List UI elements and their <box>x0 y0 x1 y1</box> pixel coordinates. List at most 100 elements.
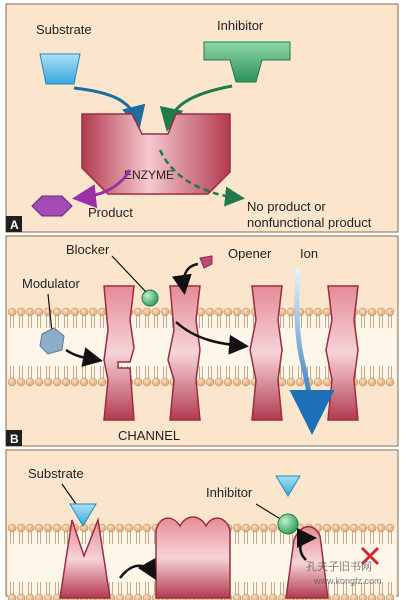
lipid-head <box>313 307 323 317</box>
lipid-head <box>106 523 116 533</box>
lipid-head <box>385 307 395 317</box>
lipid-head <box>124 523 134 533</box>
lipid-head <box>358 523 368 533</box>
lipid-head <box>151 377 161 387</box>
lipid-head <box>349 523 359 533</box>
lipid-head <box>16 377 26 387</box>
lipid-head <box>133 307 143 317</box>
no-product-label-line2: nonfunctional product <box>247 215 372 230</box>
lipid-head <box>52 307 62 317</box>
lipid-head <box>295 377 305 387</box>
lipid-head <box>259 523 269 533</box>
lipid-head <box>7 307 17 317</box>
modulator-label: Modulator <box>22 276 80 291</box>
lipid-head <box>25 307 35 317</box>
lipid-head <box>142 593 152 600</box>
lipid-head <box>322 523 332 533</box>
lipid-head <box>376 307 386 317</box>
lipid-head <box>142 377 152 387</box>
lipid-head <box>7 523 17 533</box>
lipid-head <box>376 593 386 600</box>
lipid-head <box>223 377 233 387</box>
lipid-head <box>241 377 251 387</box>
lipid-head <box>97 307 107 317</box>
lipid-head <box>286 307 296 317</box>
blocker-label: Blocker <box>66 242 110 257</box>
lipid-head <box>151 307 161 317</box>
lipid-head <box>268 523 278 533</box>
lipid-head <box>133 523 143 533</box>
lipid-head <box>232 307 242 317</box>
lipid-head <box>223 307 233 317</box>
lipid-head <box>331 523 341 533</box>
lipid-head <box>322 377 332 387</box>
lipid-head <box>376 377 386 387</box>
lipid-head <box>322 307 332 317</box>
lipid-head <box>358 593 368 600</box>
lipid-head <box>367 377 377 387</box>
lipid-head <box>214 307 224 317</box>
modulator-leader-line <box>47 293 53 333</box>
lipid-head <box>142 307 152 317</box>
channel-subunit-4 <box>325 285 359 421</box>
lipid-head <box>358 307 368 317</box>
lipid-head <box>115 523 125 533</box>
lipid-head <box>340 593 350 600</box>
opener-arrow <box>171 262 199 295</box>
lipid-head <box>61 377 71 387</box>
panel-b-tag: B <box>10 432 19 446</box>
lipid-head <box>34 523 44 533</box>
lipid-head <box>7 593 17 600</box>
inhibitor-leader-line-c <box>255 503 283 521</box>
enzyme-label: ENZYME <box>124 168 174 182</box>
lipid-head <box>43 523 53 533</box>
ion-label: Ion <box>300 246 318 261</box>
lipid-head <box>241 593 251 600</box>
substrate-label-c: Substrate <box>28 466 84 481</box>
red-x-icon <box>360 546 380 566</box>
lipid-head <box>25 377 35 387</box>
lipid-head <box>232 523 242 533</box>
receptor-2 <box>155 516 231 599</box>
lipid-head <box>313 377 323 387</box>
lipid-head <box>61 307 71 317</box>
lipid-head <box>286 377 296 387</box>
lipid-head <box>376 523 386 533</box>
enzyme-shape <box>81 113 231 195</box>
lipid-head <box>88 307 98 317</box>
channel-opening-arrow <box>175 321 249 355</box>
product-label: Product <box>88 205 133 220</box>
lipid-head <box>160 377 170 387</box>
ion-flow-arrow <box>289 267 335 435</box>
lipid-head <box>52 377 62 387</box>
substrate-leader-line-c <box>61 483 77 505</box>
lipid-head <box>133 593 143 600</box>
inhibitor-label: Inhibitor <box>217 18 264 33</box>
lipid-head <box>52 523 62 533</box>
lipid-head <box>367 307 377 317</box>
lipid-head <box>385 377 395 387</box>
inhibitor-label-c: Inhibitor <box>206 485 253 500</box>
substrate-label: Substrate <box>36 22 92 37</box>
lipid-head <box>367 593 377 600</box>
lipid-head <box>34 377 44 387</box>
lipid-head <box>79 307 89 317</box>
opener-icon <box>199 255 213 269</box>
lipid-head <box>385 593 395 600</box>
modulator-icon <box>39 327 65 355</box>
lipid-head <box>367 523 377 533</box>
lipid-head <box>133 377 143 387</box>
receptor-1 <box>59 517 111 599</box>
watermark-chinese: 孔夫子旧书网 <box>306 560 372 573</box>
blocked-rotation-arrow <box>296 528 317 561</box>
lipid-head <box>43 377 53 387</box>
substrate-triangle-icon <box>69 503 97 527</box>
lipid-head <box>232 593 242 600</box>
lipid-head <box>232 377 242 387</box>
no-product-dashed-arrow <box>158 149 245 207</box>
no-product-label-line1: No product or <box>247 199 326 214</box>
lipid-head <box>70 377 80 387</box>
lipid-head <box>277 593 287 600</box>
lipid-head <box>16 593 26 600</box>
